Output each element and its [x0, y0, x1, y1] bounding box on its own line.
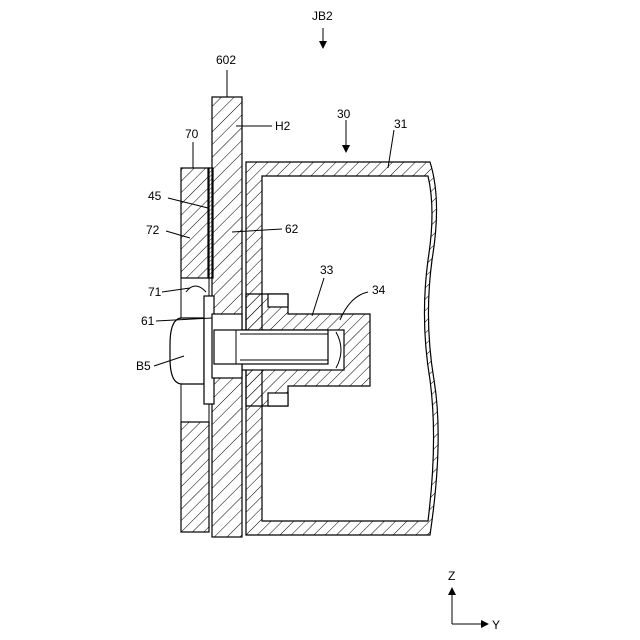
label-61: 61: [141, 314, 155, 328]
block-72: [181, 168, 209, 278]
axis-y-label: Y: [492, 618, 500, 632]
label-70: 70: [185, 127, 199, 141]
axis-z-label: Z: [448, 569, 455, 583]
label-72: 72: [146, 223, 160, 237]
label-33: 33: [320, 263, 334, 277]
label-71: 71: [148, 285, 162, 299]
label-B5: B5: [136, 359, 151, 373]
label-30: 30: [337, 107, 351, 121]
opening-71-curve: [186, 286, 206, 292]
title-jb2: JB2: [312, 9, 333, 23]
block-lower: [181, 422, 209, 532]
label-34: 34: [372, 283, 386, 297]
label-H2: H2: [275, 119, 291, 133]
bolt-shank: [214, 330, 328, 364]
label-31: 31: [394, 117, 408, 131]
label-45: 45: [148, 189, 162, 203]
label-602: 602: [216, 53, 236, 67]
label-62: 62: [285, 222, 299, 236]
boss-step-top: [268, 294, 288, 307]
leader-71: [162, 288, 190, 292]
boss-step-bottom: [268, 393, 288, 406]
bolt-head-B5: [170, 318, 204, 384]
